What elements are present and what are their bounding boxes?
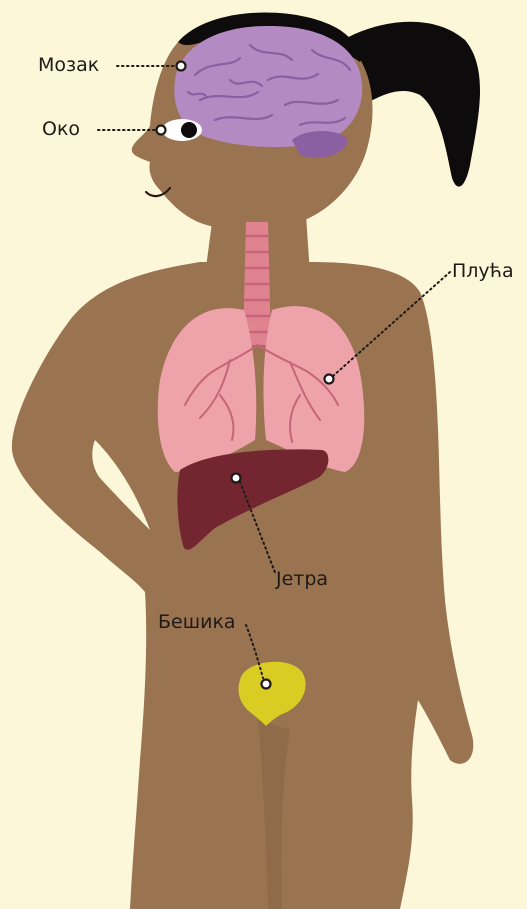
marker-lungs <box>325 375 334 384</box>
marker-brain <box>177 62 186 71</box>
eye-pupil <box>181 122 197 138</box>
marker-eye <box>157 126 166 135</box>
label-liver: Јетра <box>276 570 328 589</box>
label-lungs: Плућа <box>452 262 514 281</box>
marker-liver <box>232 474 241 483</box>
brain-shape <box>174 26 362 147</box>
label-brain: Мозак <box>38 56 99 75</box>
eye <box>162 119 202 141</box>
label-eye: Око <box>42 120 80 139</box>
label-bladder: Бешика <box>158 613 236 632</box>
marker-bladder <box>262 680 271 689</box>
